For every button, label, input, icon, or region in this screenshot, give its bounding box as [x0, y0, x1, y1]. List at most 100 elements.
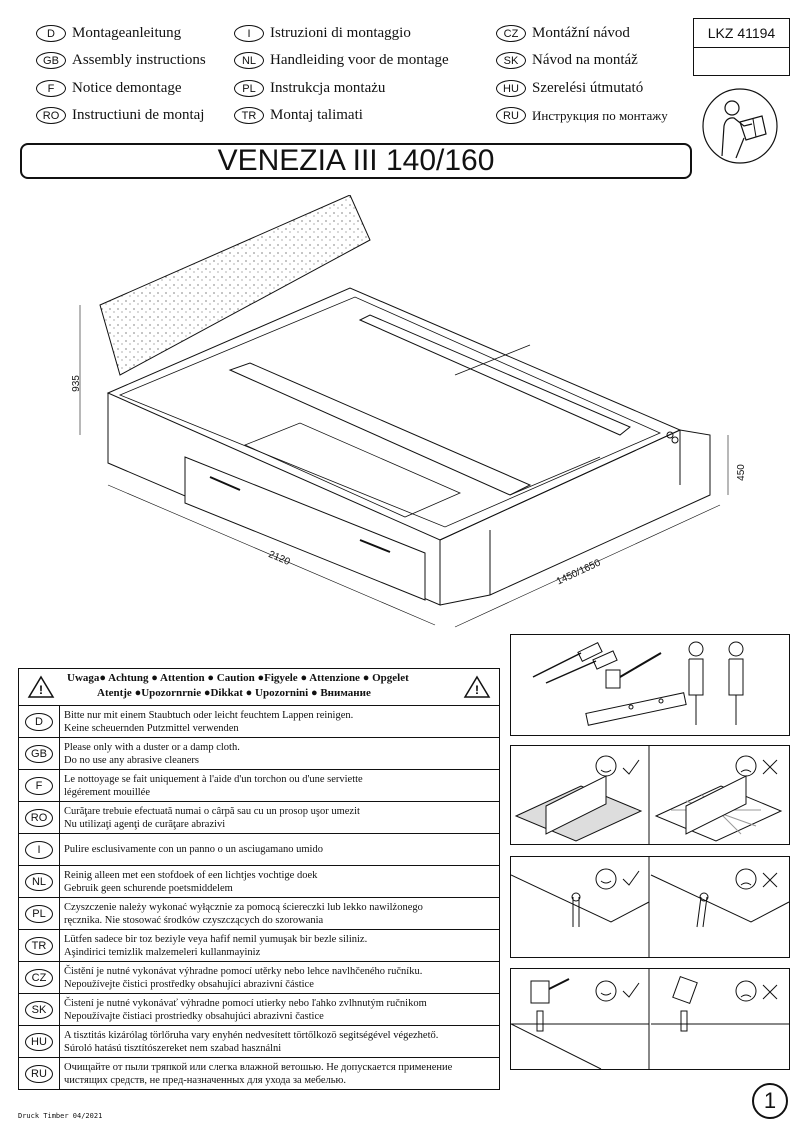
dim-side-height: 450 [735, 464, 747, 481]
warning-text: Čistění je nutné vykonávat výhradne pomo… [64, 965, 423, 977]
warning-row: RO Curăţare trebuie efectuată numai o câr… [19, 802, 499, 834]
lang-code-badge: RU [25, 1064, 53, 1083]
lang-row: TR Montaj talimati [234, 107, 363, 124]
lang-label: Montážní návod [532, 25, 630, 41]
warning-row: RU Очищайте от пыли тряпкой или слегка вл… [19, 1058, 499, 1089]
lang-code-badge: TR [25, 936, 53, 955]
warning-row: D Bitte nur mit einem Staubtuch oder leic… [19, 706, 499, 738]
warning-row: HU A tisztitás kizárólag törlőruha vary e… [19, 1026, 499, 1058]
read-instructions-icon [702, 88, 778, 164]
warning-text: Gebruik geen schurende poetsmiddelem [64, 882, 233, 894]
lang-label: Návod na montáž [532, 52, 638, 68]
warning-text: ręcznika. Nie stosować środków czyszcząc… [64, 914, 324, 926]
dim-height: 935 [70, 375, 82, 392]
lang-code-badge: TR [234, 107, 264, 124]
lang-code-badge: RO [25, 808, 53, 827]
lang-code-badge: F [36, 80, 66, 97]
warning-text: Čistení je nutné vykonávať výhradne pomo… [64, 997, 427, 1009]
warning-text: Очищайте от пыли тряпкой или слегка влаж… [64, 1061, 453, 1073]
lang-code-badge: RO [36, 107, 66, 124]
warning-row: CZ Čistění je nutné vykonávat výhradne po… [19, 962, 499, 994]
print-info: Druck Timber 04/2021 [18, 1112, 103, 1120]
warning-text: Do no use any abrasive cleaners [64, 754, 199, 766]
lang-code-badge: NL [25, 872, 53, 891]
warning-row: GB Please only with a duster or a damp cl… [19, 738, 499, 770]
lang-label: Istruzioni di montaggio [270, 25, 411, 41]
dowel-insertion-panel [510, 856, 790, 958]
warning-text: A tisztitás kizárólag törlőruha vary eny… [64, 1029, 439, 1041]
warning-text: Nepoužívajte čistiaci prostriedky obsahu… [64, 1010, 324, 1022]
svg-text:!: ! [475, 683, 479, 697]
lang-code-badge: HU [25, 1032, 53, 1051]
bed-illustration [79, 195, 729, 628]
warning-text: чистящих средств, не пред-назначенных дл… [64, 1074, 346, 1086]
lang-code-badge: D [36, 25, 66, 42]
lang-label: Instrukcja montażu [270, 80, 386, 96]
warning-text: Please only with a duster or a damp clot… [64, 741, 240, 753]
lang-row: D Montageanleitung [36, 25, 181, 42]
warning-text: Czyszczenie należy wykonać wyłącznie za … [64, 901, 423, 913]
lang-code-badge: GB [25, 744, 53, 763]
lang-label: Szerelési útmutató [532, 80, 644, 96]
product-code-box: LKZ 41194 [693, 18, 790, 76]
care-instructions-table: ! Uwaga● Achtung ● Attention ● Caution ●… [18, 668, 500, 1090]
warning-text: Aşindirici temizlik malzemeleri kullanma… [64, 946, 261, 958]
lang-label: Handleiding voor de montage [270, 52, 449, 68]
lang-code-badge: PL [25, 904, 53, 923]
lang-code-badge: I [25, 840, 53, 859]
warning-row: NL Reinig alleen met een stofdoek of een … [19, 866, 499, 898]
tools-icon [532, 641, 744, 726]
lang-row: F Notice demontage [36, 80, 182, 97]
dowel-insertion-icon [510, 857, 790, 957]
hammer-dowel-icon [510, 969, 789, 1070]
lang-row: GB Assembly instructions [36, 52, 206, 69]
lang-row: RO Instructiuni de montaj [36, 107, 204, 124]
lang-label: Instructiuni de montaj [72, 107, 205, 123]
page-number: 1 [752, 1083, 788, 1119]
warning-text: Reinig alleen met een stofdoek of een li… [64, 869, 318, 881]
warning-row: SK Čistení je nutné vykonávať výhradne po… [19, 994, 499, 1026]
lang-row: HU Szerelési útmutató [496, 80, 643, 97]
warning-text: Curăţare trebuie efectuată numai o cârpă… [64, 805, 360, 817]
warning-text: Súroló hatású tisztítószereket nem szaba… [64, 1042, 282, 1054]
warning-text: Nu utilizaţi agenţi de curăţare abrazivi [64, 818, 226, 830]
lang-label: Инструкция по монтажу [532, 107, 668, 123]
warning-text: Pulire esclusivamente con un panno o un … [64, 844, 323, 855]
lang-label: Assembly instructions [72, 52, 206, 68]
floor-protection-panel [510, 745, 790, 845]
lang-code-badge: HU [496, 80, 526, 97]
warning-text: Nepoužívejte čistici prostředky obsahují… [64, 978, 314, 990]
lang-code-badge: CZ [25, 968, 53, 987]
lang-label: Montaj talimati [270, 107, 363, 123]
warning-line-2: Atentje ●Upozornrnie ●Dikkat ● Upozornin… [97, 687, 371, 699]
product-title-text: VENEZIA III 140/160 [217, 144, 495, 177]
tools-panel [510, 634, 790, 736]
warning-text: Le nottoyage se fait uniquement à l'aide… [64, 773, 363, 785]
lang-code-badge: D [25, 712, 53, 731]
floor-protection-icon [514, 746, 783, 844]
warning-text: légérement mouillée [64, 786, 151, 798]
warning-header: ! Uwaga● Achtung ● Attention ● Caution ●… [19, 669, 499, 706]
warning-text: Keine scheuernden Putzmittel verwenden [64, 722, 239, 734]
warning-line-1: Uwaga● Achtung ● Attention ● Caution ●Fi… [67, 672, 409, 684]
product-code: LKZ 41194 [694, 19, 789, 48]
lang-code-badge: F [25, 776, 53, 795]
warning-triangle-icon: ! [27, 675, 55, 698]
warning-row: F Le nottoyage se fait uniquement à l'aid… [19, 770, 499, 802]
lang-row: CZ Montážní návod [496, 25, 630, 42]
lang-code-badge: NL [234, 52, 264, 69]
lang-code-badge: SK [25, 1000, 53, 1019]
lang-code-badge: GB [36, 52, 66, 69]
svg-text:!: ! [39, 683, 43, 697]
lang-label: Montageanleitung [72, 25, 182, 41]
warning-row: PL Czyszczenie należy wykonać wyłącznie z… [19, 898, 499, 930]
warning-text: Bitte nur mit einem Staubtuch oder leich… [64, 709, 354, 721]
lang-row: NL Handleiding voor de montage [234, 52, 449, 69]
lang-label: Notice demontage [72, 80, 182, 96]
lang-code-badge: CZ [496, 25, 526, 42]
warning-row: I Pulire esclusivamente con un panno o un… [19, 834, 499, 866]
